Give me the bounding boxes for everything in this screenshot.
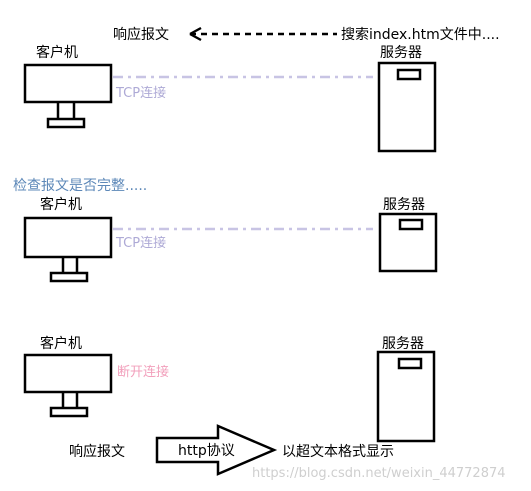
scene-2: 检查报文是否完整..... 客户机 服务器 TCP连接	[13, 178, 438, 283]
response-label: 响应报文	[69, 443, 125, 460]
disconnect-label: 断开连接	[117, 364, 169, 380]
server-label: 服务器	[382, 336, 424, 352]
client-monitor-icon	[23, 216, 113, 283]
scene-1: 响应报文 搜索index.htm文件中.... 客户机 服务器 TCP连接	[23, 26, 500, 153]
server-tower-icon	[378, 212, 438, 273]
footer-flow: 响应报文 http协议 以超文本格式显示	[69, 424, 394, 476]
client-monitor-icon	[23, 353, 113, 418]
watermark: https://blog.csdn.net/weixin_44772874	[252, 466, 506, 481]
scene-3: 客户机 服务器 断开连接	[23, 335, 436, 443]
server-tower-icon	[376, 350, 436, 443]
server-label: 服务器	[380, 45, 422, 61]
result-label: 以超文本格式显示	[282, 444, 394, 460]
tcp-connection-label: TCP连接	[115, 235, 166, 251]
check-message-label: 检查报文是否完整.....	[13, 178, 147, 194]
client-monitor-icon	[23, 63, 113, 129]
client-label: 客户机	[36, 44, 78, 61]
client-label: 客户机	[40, 196, 82, 213]
client-label: 客户机	[40, 335, 82, 352]
block-arrow-icon	[155, 424, 278, 476]
tcp-connection-label: TCP连接	[115, 85, 166, 101]
protocol-label: http协议	[178, 443, 235, 459]
response-label: 响应报文	[113, 26, 169, 43]
response-arrow	[189, 26, 337, 42]
server-label: 服务器	[383, 197, 425, 213]
server-tower-icon	[377, 61, 437, 153]
search-label: 搜索index.htm文件中....	[341, 26, 500, 43]
